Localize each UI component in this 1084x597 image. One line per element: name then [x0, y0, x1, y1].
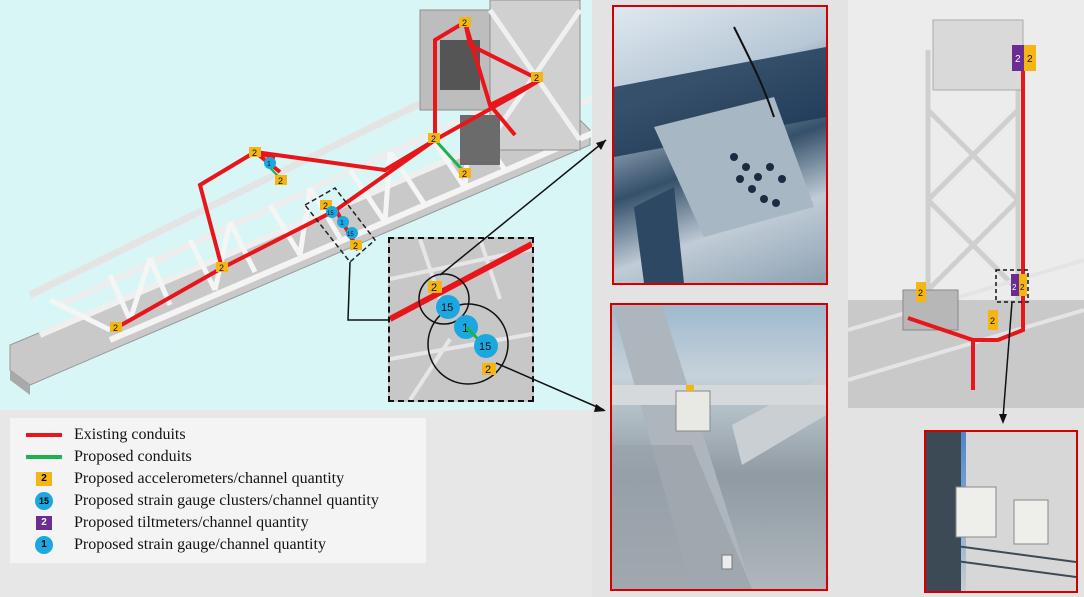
bridge-span-view: 2 2 2 2 2 2 2 2 2 2 1 15 1 15	[0, 0, 602, 410]
legend-item-strain-gauge: 1 Proposed strain gauge/channel quantity	[24, 534, 326, 556]
bridge-span-drawing: 2 2 2 2 2 2 2 2 2 2 1 15 1 15	[9, 0, 602, 395]
tower-tiltmeter-small-label: 2	[1012, 283, 1017, 292]
accelerometer-label: 2	[462, 169, 467, 179]
strain-gauge-marker	[264, 157, 276, 169]
accelerometer-marker	[428, 133, 440, 143]
accelerometer-marker	[350, 240, 362, 250]
arrow-to-photo-1	[439, 139, 607, 276]
inset-circle-upper	[418, 273, 470, 325]
tower-accelerometer-lower-label: 2	[990, 316, 995, 326]
callout-leader	[347, 261, 388, 321]
accelerometer-marker	[459, 17, 471, 27]
inset-strain-cluster	[474, 334, 498, 358]
legend-label: Existing conduits	[74, 426, 186, 443]
strain-gauge-label: 1	[267, 161, 271, 168]
photo-tower-enclosures	[924, 430, 1078, 593]
accelerometer-marker	[249, 147, 261, 157]
zoom-inset: 2 15 1 15 2	[388, 237, 534, 402]
strain-cluster-label: 15	[347, 232, 354, 238]
strain-gauge-swatch: 1	[24, 534, 66, 556]
tower-tiltmeter	[1012, 45, 1024, 71]
proposed-conduit	[435, 140, 467, 175]
arrow-to-photo-2-head	[594, 404, 606, 412]
existing-conduit-swatch	[24, 424, 66, 446]
proposed-conduit-swatch	[24, 446, 66, 468]
photo-accelerometer-install	[610, 303, 828, 591]
strain-gauge-marker	[337, 216, 349, 228]
accelerometer-marker	[110, 322, 122, 332]
photo-connection-drawing	[614, 26, 826, 283]
inset-strain-cluster-label: 15	[441, 302, 453, 314]
legend-item-accelerometers: 2 Proposed accelerometers/channel quanti…	[24, 468, 344, 490]
tower-accelerometer-label: 2	[1027, 54, 1033, 65]
accelerometer-swatch: 2	[24, 468, 66, 490]
inset-accelerometer-label: 2	[431, 282, 437, 294]
legend: Existing conduits Proposed conduits 2 Pr…	[10, 418, 426, 563]
accelerometer-marker	[320, 200, 332, 210]
tower-elevation-view: 2 2 2 2 2 2	[847, 0, 1084, 408]
strain-gauge-label: 1	[340, 220, 344, 227]
inset-strain-cluster	[436, 295, 460, 319]
arrow-to-photo-2	[495, 362, 605, 411]
inset-accelerometer	[428, 281, 442, 293]
accelerometer-label: 2	[219, 263, 224, 273]
strain-cluster-marker	[326, 206, 338, 218]
strain-cluster-marker	[346, 227, 358, 239]
legend-label: Proposed conduits	[74, 448, 192, 465]
tower-existing-conduits	[907, 60, 1025, 390]
accelerometer-label: 2	[534, 73, 539, 83]
tower-accelerometer-small	[1019, 274, 1027, 296]
accelerometer-marker	[459, 168, 471, 178]
legend-label: Proposed tiltmeters/channel quantity	[74, 514, 309, 531]
legend-item-existing-conduits: Existing conduits	[24, 424, 186, 446]
arrow-to-photo-3	[1002, 301, 1013, 419]
accelerometer-label: 2	[462, 18, 467, 28]
tower-accelerometer-deck-label: 2	[918, 288, 923, 298]
accelerometer-marker	[531, 72, 543, 82]
strain-cluster-swatch: 15	[24, 490, 66, 512]
detail-callout-box	[303, 187, 377, 264]
tower-elevation-drawing: 2 2 2 2 2 2	[847, 19, 1084, 408]
accelerometer-label: 2	[252, 148, 257, 158]
inset-strain-cluster-label: 15	[479, 341, 491, 353]
photo-accelerometer-drawing	[612, 305, 826, 589]
legend-label: Proposed accelerometers/channel quantity	[74, 470, 345, 487]
tower-tiltmeter-label: 2	[1015, 54, 1021, 65]
accelerometer-label: 2	[353, 241, 358, 251]
photo-connection-detail	[612, 5, 828, 285]
accelerometer-marker	[216, 262, 228, 272]
inset-circle-lower	[427, 303, 509, 385]
legend-item-tiltmeters: 2 Proposed tiltmeters/channel quantity	[24, 512, 309, 534]
accelerometer-label: 2	[323, 201, 328, 211]
tower-accelerometer-small-label: 2	[1020, 283, 1025, 292]
deck-edge	[10, 370, 30, 395]
accelerometer-markers: 2 2 2 2 2 2 2 2 2 2	[110, 17, 543, 333]
tower-accelerometer-lower	[988, 310, 998, 330]
accelerometer-label: 2	[431, 134, 436, 144]
legend-item-strain-clusters: 15 Proposed strain gauge clusters/channe…	[24, 490, 379, 512]
tiltmeter-swatch: 2	[24, 512, 66, 534]
strain-cluster-label: 15	[327, 211, 334, 217]
tower-structure	[419, 0, 583, 165]
arrow-to-photo-1-head	[596, 140, 606, 150]
tower-accelerometer	[1024, 45, 1036, 71]
tower-tiltmeter-small	[1011, 274, 1019, 296]
legend-label: Proposed strain gauge clusters/channel q…	[74, 492, 379, 509]
accelerometer-marker	[275, 175, 287, 185]
tower-accelerometer-deck	[916, 282, 926, 302]
photo-tower-drawing	[926, 432, 1076, 591]
inset-accelerometer	[482, 363, 496, 375]
inset-accelerometer-label: 2	[485, 364, 491, 376]
strain-markers: 1 15 1 15	[264, 157, 358, 239]
legend-item-proposed-conduits: Proposed conduits	[24, 446, 192, 468]
accelerometer-label: 2	[278, 176, 283, 186]
arrow-to-photo-3-head	[999, 414, 1007, 424]
legend-label: Proposed strain gauge/channel quantity	[74, 536, 326, 553]
accelerometer-label: 2	[113, 323, 118, 333]
zoom-inset-drawing: 2 15 1 15 2	[388, 238, 534, 402]
truss-diagonals	[48, 116, 508, 333]
